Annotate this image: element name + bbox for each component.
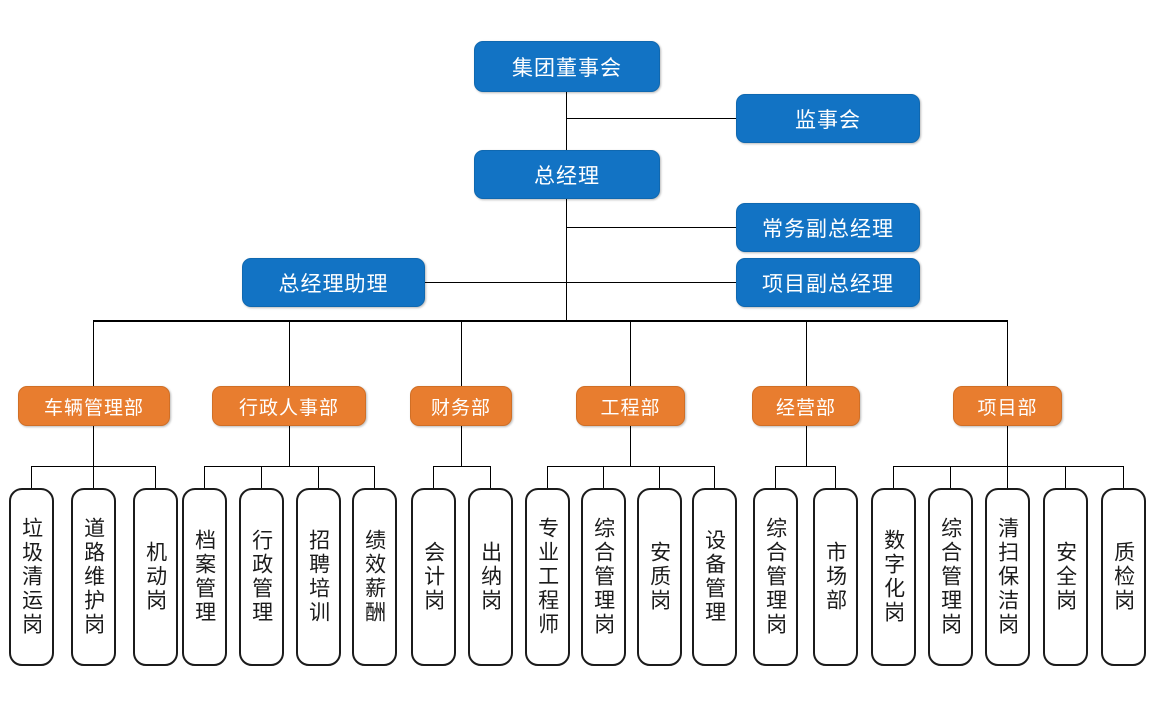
connector-group3-leaf-1: [433, 466, 434, 488]
connector-to-executive-deputy: [566, 227, 736, 228]
leaf-position-box[interactable]: 安质岗: [637, 488, 682, 666]
leaf-label: 招聘培训: [306, 529, 331, 625]
leaf-position-box[interactable]: 综合管理岗: [928, 488, 973, 666]
connector-group1-leaf-2: [93, 466, 94, 488]
connector-group3-leaf-2: [490, 466, 491, 488]
node-board[interactable]: 集团董事会: [474, 41, 660, 92]
connector-group4-leaf-1: [547, 466, 548, 488]
connector-group2-leaf-1: [204, 466, 205, 488]
leaf-position-box[interactable]: 绩效薪酬: [352, 488, 397, 666]
leaf-label: 机动岗: [143, 541, 168, 613]
leaf-position-box[interactable]: 行政管理: [239, 488, 284, 666]
connector-group4-stem: [630, 426, 631, 466]
connector-group6-leaf-4: [1065, 466, 1066, 488]
leaf-label: 市场部: [823, 541, 848, 613]
leaf-label: 综合管理岗: [763, 517, 788, 637]
connector-group6-leaf-1: [893, 466, 894, 488]
connector-group1-leaf-1: [31, 466, 32, 488]
leaf-position-box[interactable]: 招聘培训: [296, 488, 341, 666]
leaf-position-box[interactable]: 专业工程师: [525, 488, 570, 666]
connector-group2-bus: [204, 466, 374, 467]
leaf-position-box[interactable]: 清扫保洁岗: [985, 488, 1030, 666]
leaf-position-box[interactable]: 出纳岗: [468, 488, 513, 666]
leaf-label: 综合管理岗: [591, 517, 616, 637]
leaf-position-box[interactable]: 设备管理: [692, 488, 737, 666]
node-executive-deputy-gm[interactable]: 常务副总经理: [736, 203, 920, 252]
connector-group2-leaf-3: [318, 466, 319, 488]
connector-to-gm-assistant: [425, 282, 567, 283]
leaf-position-box[interactable]: 安全岗: [1043, 488, 1088, 666]
leaf-label: 绩效薪酬: [362, 529, 387, 625]
leaf-label: 垃圾清运岗: [19, 517, 44, 637]
connector-dept-drop-1: [93, 320, 94, 386]
connector-group6-stem: [1007, 426, 1008, 466]
leaf-position-box[interactable]: 机动岗: [133, 488, 178, 666]
leaf-label: 清扫保洁岗: [995, 517, 1020, 637]
connector-department-bus: [93, 320, 1008, 322]
connector-dept-drop-2: [289, 320, 290, 386]
leaf-label: 出纳岗: [478, 541, 503, 613]
connector-group5-bus: [775, 466, 835, 467]
connector-dept-drop-4: [630, 320, 631, 386]
leaf-position-box[interactable]: 数字化岗: [871, 488, 916, 666]
leaf-label: 质检岗: [1111, 541, 1136, 613]
connector-dept-drop-5: [806, 320, 807, 386]
leaf-position-box[interactable]: 综合管理岗: [581, 488, 626, 666]
connector-dept-drop-6: [1007, 320, 1008, 386]
connector-group6-leaf-5: [1123, 466, 1124, 488]
connector-group3-bus: [433, 466, 490, 467]
connector-group4-leaf-3: [659, 466, 660, 488]
node-department-finance[interactable]: 财务部: [410, 386, 512, 426]
connector-group2-leaf-2: [261, 466, 262, 488]
leaf-label: 数字化岗: [881, 529, 906, 625]
connector-to-supervisory-board: [566, 118, 736, 119]
connector-group2-stem: [289, 426, 290, 466]
leaf-label: 会计岗: [421, 541, 446, 613]
leaf-label: 安质岗: [647, 541, 672, 613]
connector-group5-leaf-1: [775, 466, 776, 488]
connector-gm-down: [566, 199, 567, 320]
leaf-position-box[interactable]: 道路维护岗: [71, 488, 116, 666]
connector-group1-leaf-3: [155, 466, 156, 488]
connector-dept-drop-3: [461, 320, 462, 386]
leaf-position-box[interactable]: 会计岗: [411, 488, 456, 666]
connector-group1-stem: [93, 426, 94, 466]
leaf-label: 专业工程师: [535, 517, 560, 637]
connector-group6-bus: [893, 466, 1123, 467]
node-department-project[interactable]: 项目部: [953, 386, 1062, 426]
connector-group3-stem: [461, 426, 462, 466]
node-department-admin-hr[interactable]: 行政人事部: [212, 386, 366, 426]
leaf-label: 安全岗: [1053, 541, 1078, 613]
leaf-position-box[interactable]: 质检岗: [1101, 488, 1146, 666]
leaf-label: 行政管理: [249, 529, 274, 625]
connector-group4-leaf-2: [603, 466, 604, 488]
leaf-label: 道路维护岗: [81, 517, 106, 637]
leaf-position-box[interactable]: 档案管理: [182, 488, 227, 666]
connector-group6-leaf-3: [1007, 466, 1008, 488]
connector-group2-leaf-4: [374, 466, 375, 488]
connector-group5-stem: [806, 426, 807, 466]
node-project-deputy-gm[interactable]: 项目副总经理: [736, 258, 920, 307]
node-department-vehicle-management[interactable]: 车辆管理部: [18, 386, 170, 426]
node-department-engineering[interactable]: 工程部: [576, 386, 685, 426]
leaf-label: 档案管理: [192, 529, 217, 625]
node-general-manager[interactable]: 总经理: [474, 150, 660, 199]
connector-group4-bus: [547, 466, 714, 467]
connector-board-down: [566, 92, 567, 150]
node-gm-assistant[interactable]: 总经理助理: [242, 258, 425, 307]
node-supervisory-board[interactable]: 监事会: [736, 94, 920, 143]
connector-group6-leaf-2: [950, 466, 951, 488]
connector-group4-leaf-4: [714, 466, 715, 488]
node-department-operations[interactable]: 经营部: [752, 386, 860, 426]
connector-group5-leaf-2: [835, 466, 836, 488]
leaf-label: 设备管理: [702, 529, 727, 625]
leaf-position-box[interactable]: 综合管理岗: [753, 488, 798, 666]
leaf-position-box[interactable]: 垃圾清运岗: [9, 488, 54, 666]
leaf-position-box[interactable]: 市场部: [813, 488, 858, 666]
connector-to-project-deputy: [566, 282, 736, 283]
leaf-label: 综合管理岗: [938, 517, 963, 637]
